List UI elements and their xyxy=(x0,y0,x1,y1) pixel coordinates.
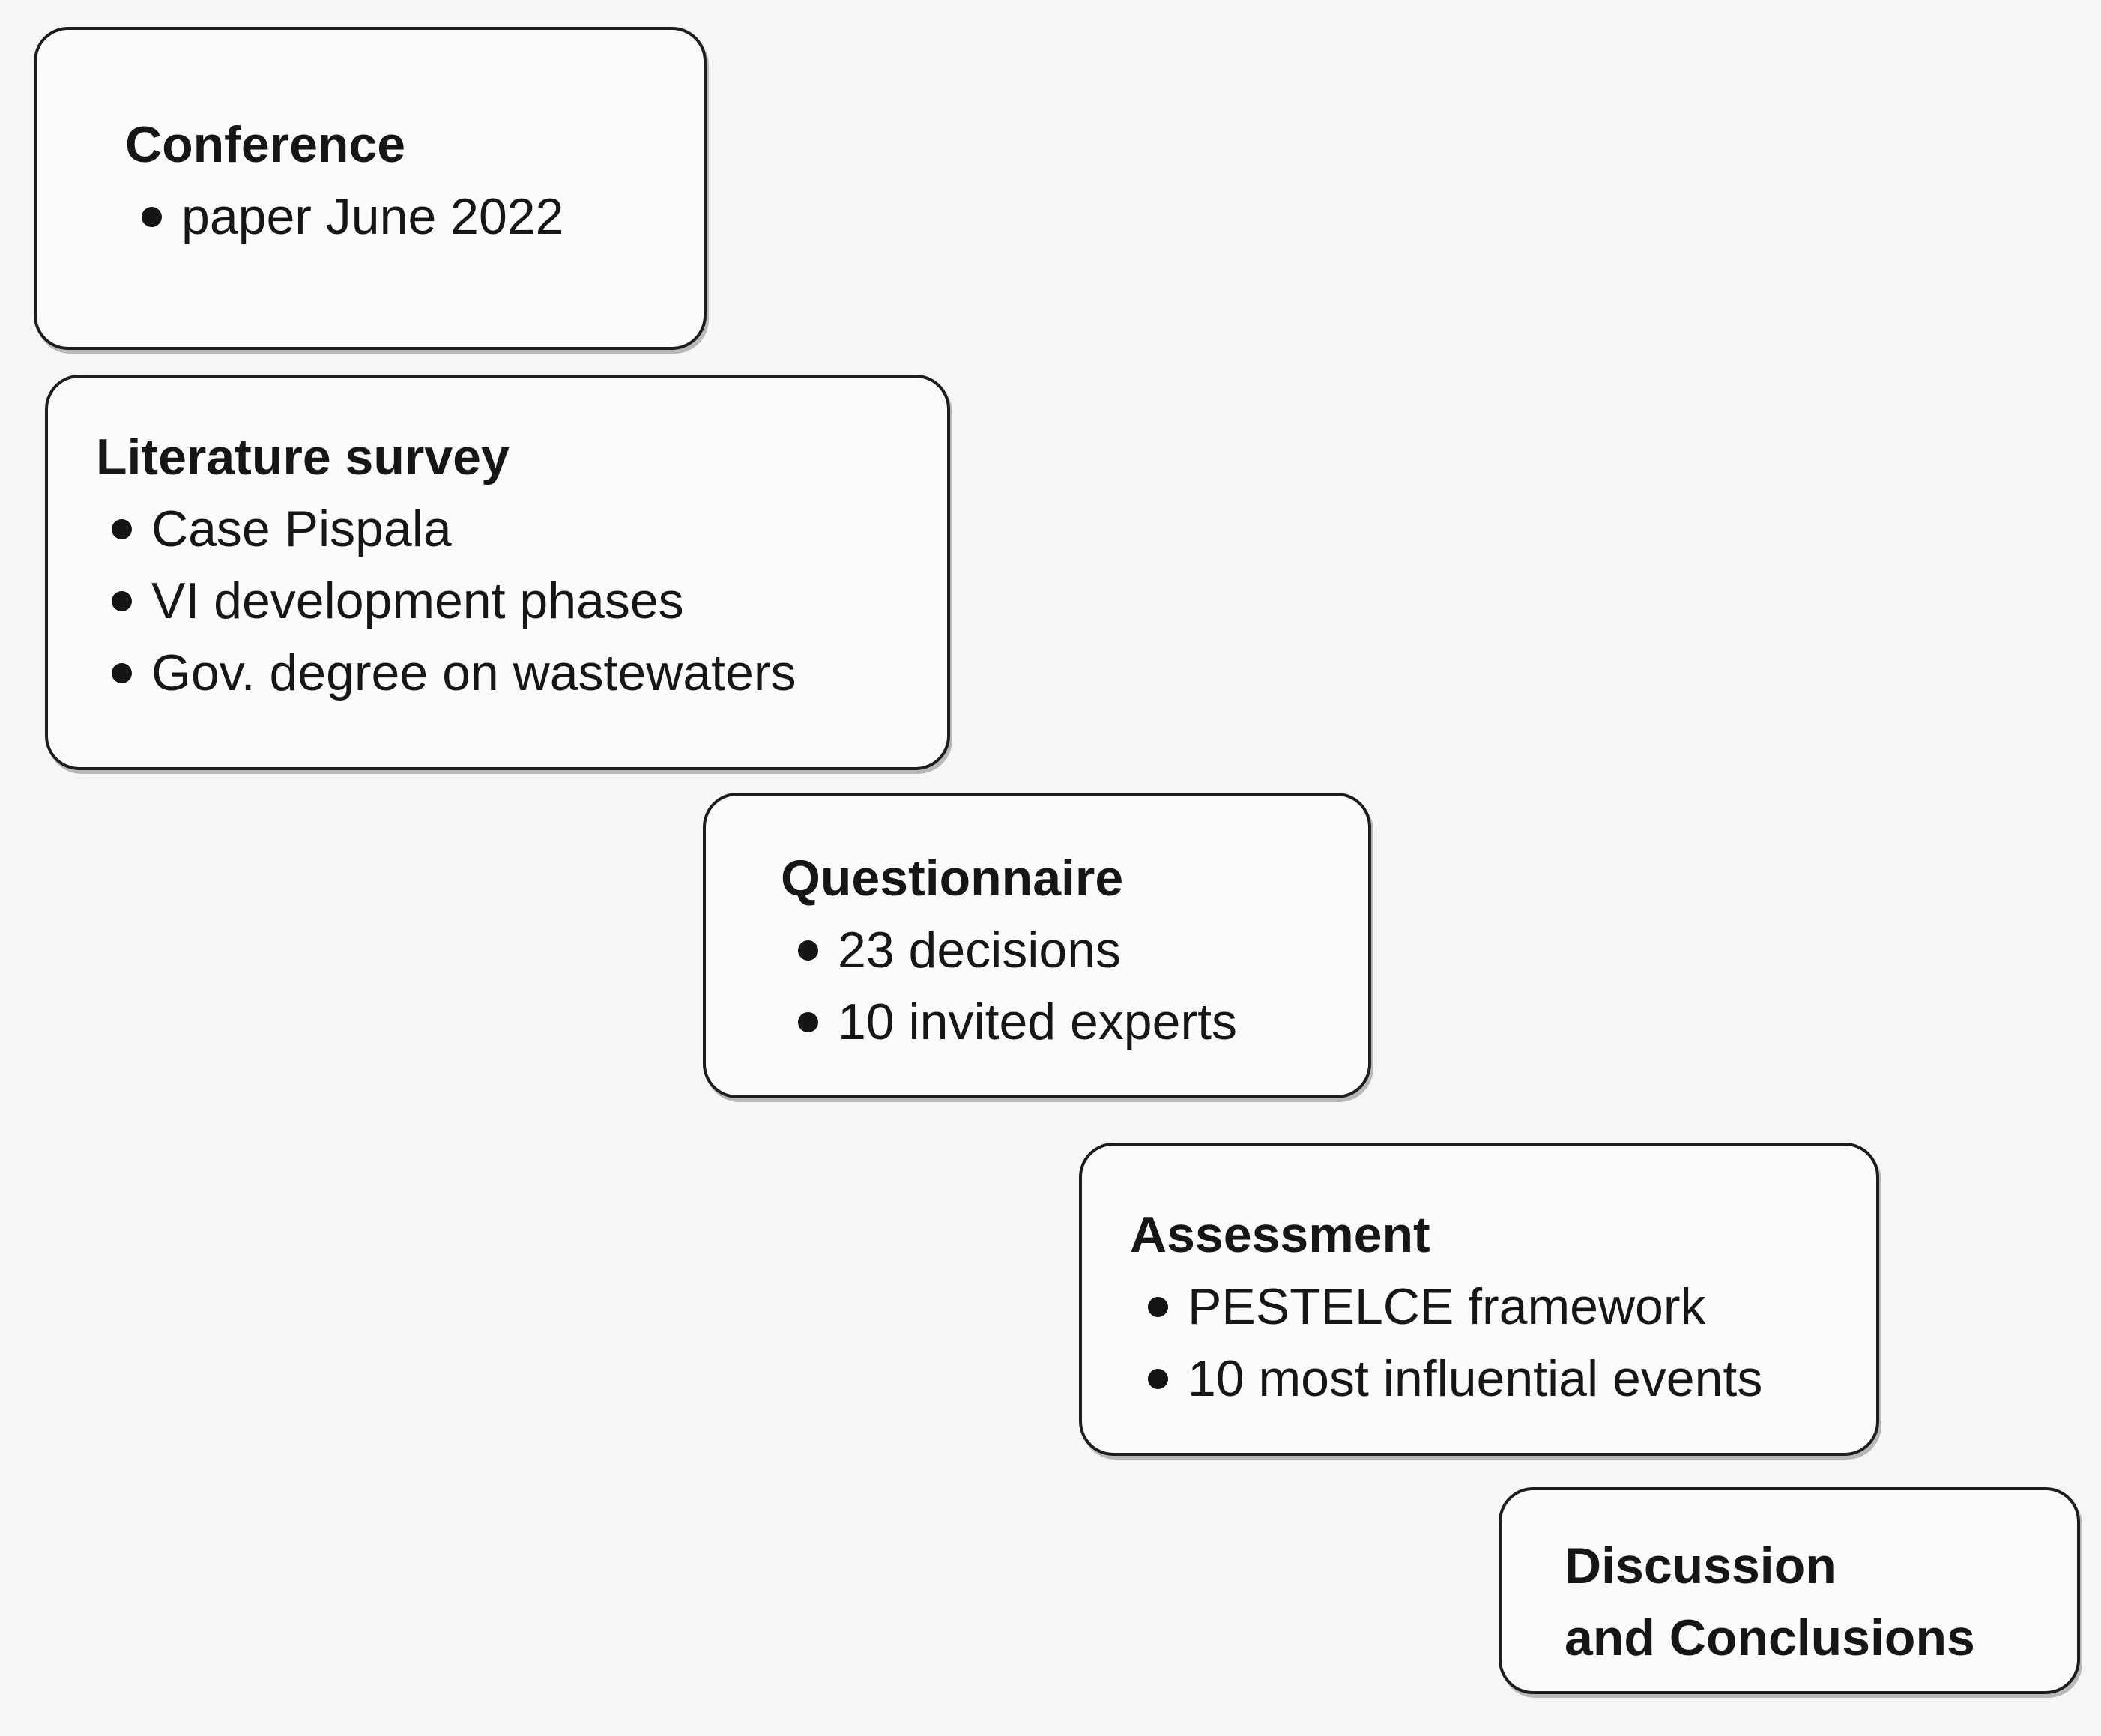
box-title: Assessment xyxy=(1130,1206,1430,1263)
bullet-item: 23 decisions xyxy=(706,914,1368,986)
box-conference: Conference paper June 2022 xyxy=(34,27,707,350)
bullet-dot-icon xyxy=(798,1011,818,1032)
bullet-label: Case Pispala xyxy=(151,500,452,557)
bullet-dot-icon xyxy=(112,590,132,611)
bullet-item: VI development phases xyxy=(48,565,947,637)
box-title-line: and Conclusions xyxy=(1565,1609,1975,1666)
bullet-dot-icon xyxy=(112,662,132,683)
bullet-item: PESTELCE framework xyxy=(1082,1271,1876,1343)
bullet-label: 10 most influential events xyxy=(1188,1350,1763,1407)
box-title: Literature survey xyxy=(96,429,510,486)
bullet-list: Case Pispala VI development phases Gov. … xyxy=(48,493,947,709)
bullet-list: 23 decisions 10 invited experts xyxy=(706,914,1368,1058)
bullet-dot-icon xyxy=(798,940,818,961)
bullet-item: Case Pispala xyxy=(48,493,947,565)
bullet-item: 10 invited experts xyxy=(706,986,1368,1058)
box-discussion-conclusions: Discussion and Conclusions xyxy=(1499,1487,2080,1694)
bullet-label: 10 invited experts xyxy=(838,993,1237,1050)
bullet-label: 23 decisions xyxy=(838,922,1122,979)
box-assessment: Assessment PESTELCE framework 10 most in… xyxy=(1079,1143,1879,1456)
bullet-label: paper June 2022 xyxy=(181,188,564,245)
bullet-label: PESTELCE framework xyxy=(1188,1278,1706,1335)
bullet-list: PESTELCE framework 10 most influential e… xyxy=(1082,1271,1876,1415)
box-title: Questionnaire xyxy=(781,850,1124,907)
bullet-item: 10 most influential events xyxy=(1082,1343,1876,1415)
box-questionnaire: Questionnaire 23 decisions 10 invited ex… xyxy=(703,793,1371,1098)
box-title: Discussion and Conclusions xyxy=(1502,1490,2077,1674)
bullet-label: VI development phases xyxy=(151,572,684,629)
bullet-dot-icon xyxy=(1148,1368,1168,1389)
bullet-list: paper June 2022 xyxy=(37,181,704,252)
bullet-dot-icon xyxy=(112,518,132,539)
bullet-dot-icon xyxy=(1148,1296,1168,1317)
box-literature-survey: Literature survey Case Pispala VI develo… xyxy=(45,375,950,770)
box-title-line: Discussion xyxy=(1565,1537,1837,1594)
bullet-item: paper June 2022 xyxy=(37,181,704,252)
bullet-label: Gov. degree on wastewaters xyxy=(151,644,796,701)
box-title: Conference xyxy=(125,116,406,173)
bullet-dot-icon xyxy=(142,206,162,227)
bullet-item: Gov. degree on wastewaters xyxy=(48,637,947,709)
